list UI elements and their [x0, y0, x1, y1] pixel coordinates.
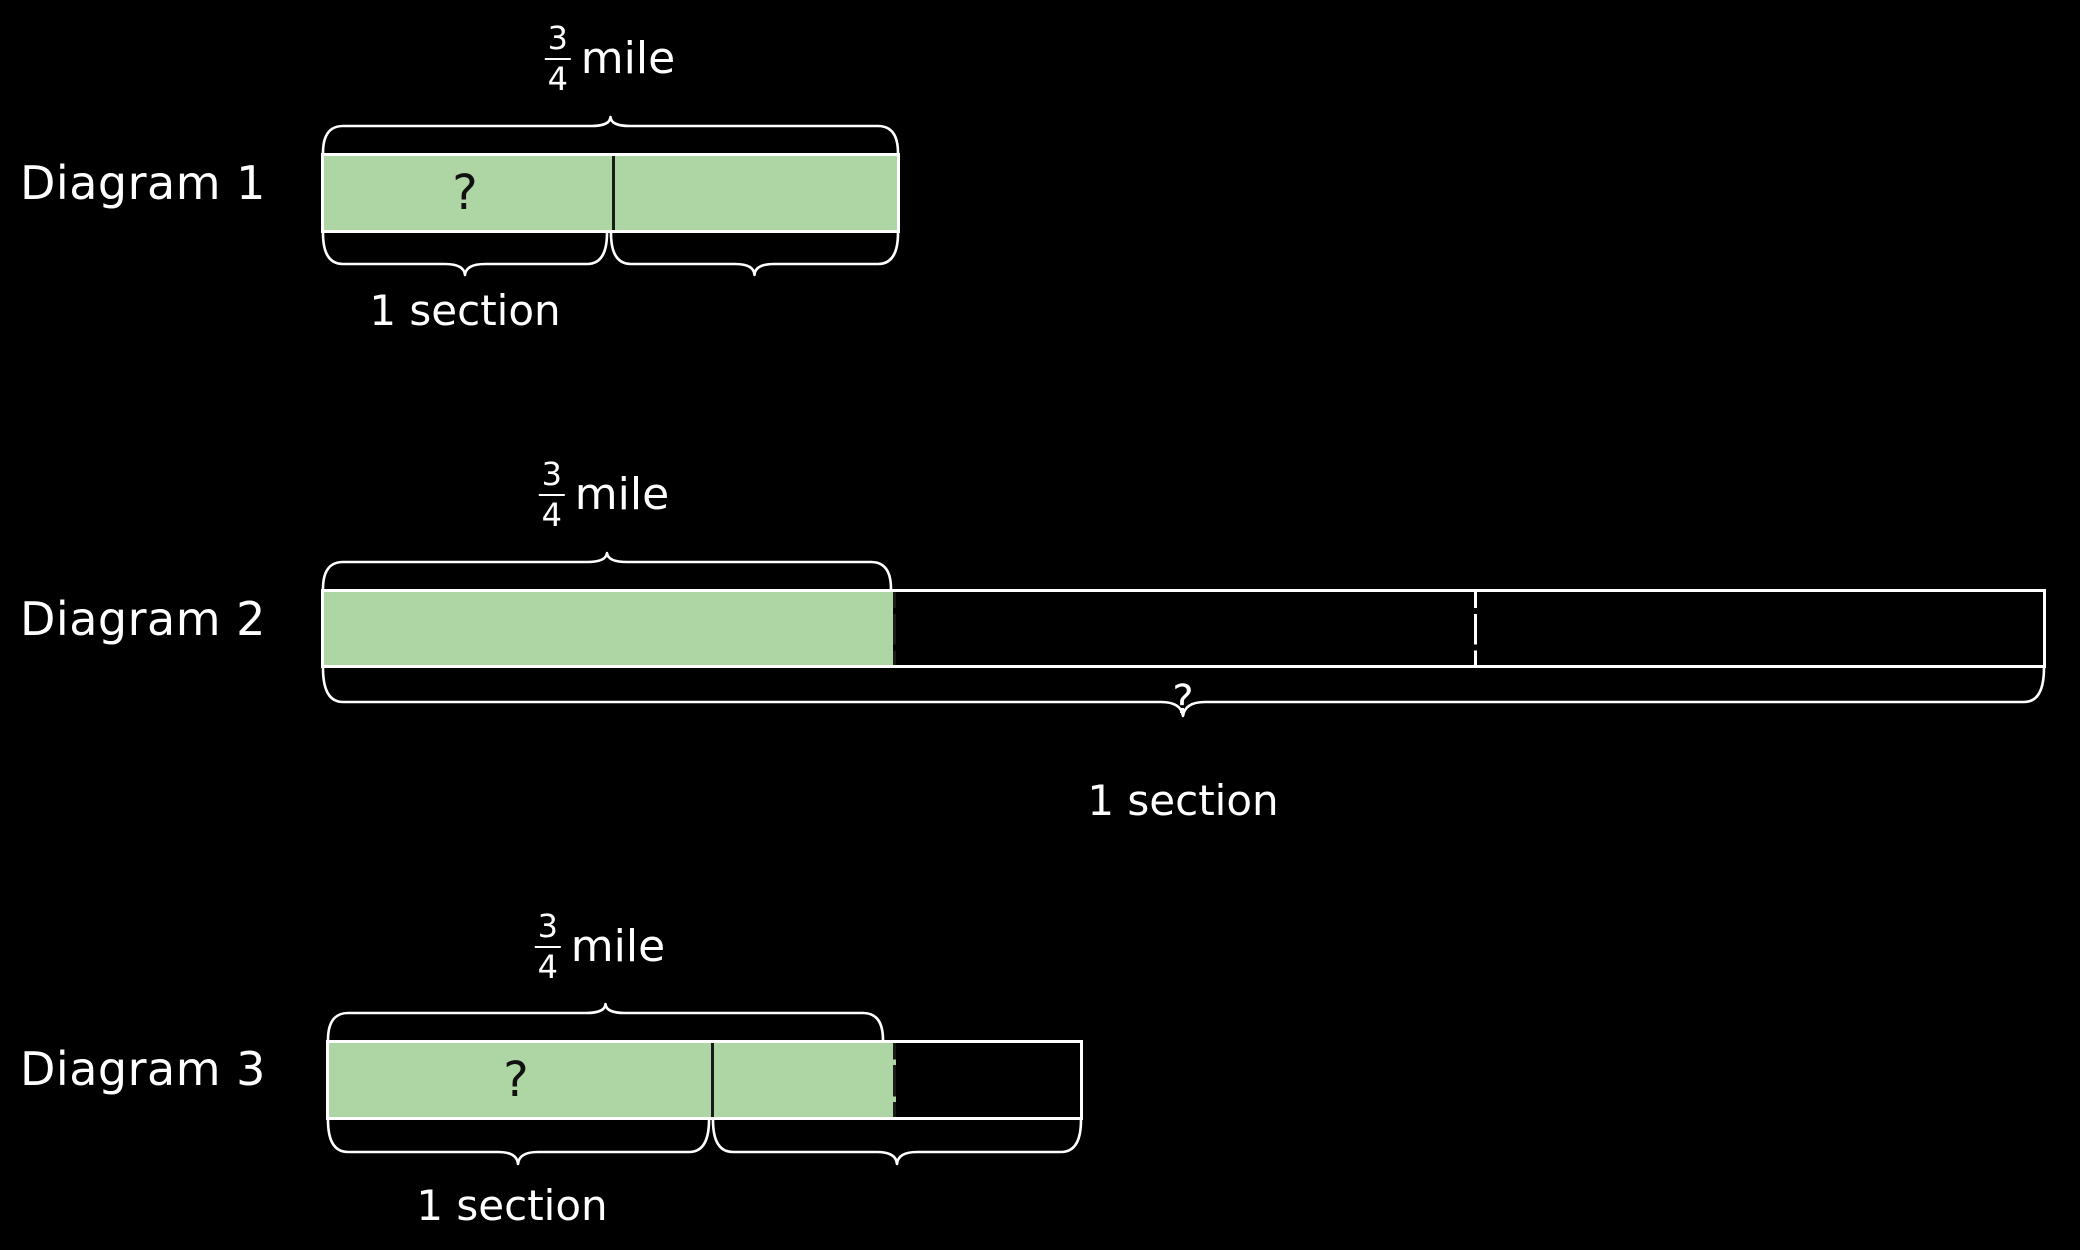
diagram-3-divider-2: [893, 1043, 896, 1117]
fraction-unit-label: mile: [570, 920, 666, 972]
fraction-bar: [544, 57, 571, 60]
diagram-2-cell-1: [324, 592, 893, 665]
diagram-3-tape: [326, 1040, 1083, 1120]
diagram-1-top-brace-label: 3 4 mile: [544, 22, 676, 95]
diagram-3-bottom-brace-label: 1 section: [416, 1181, 608, 1230]
diagram-3-bottom-brace-2: [711, 1118, 1083, 1166]
fraction-unit-label: mile: [580, 32, 676, 84]
diagram-2-bottom-brace: [321, 666, 2046, 718]
diagram-1-bottom-brace-2: [609, 231, 900, 277]
diagram-3-bottom-brace-1: [326, 1118, 711, 1166]
diagram-3-cell-1-question: ?: [503, 1052, 529, 1108]
fraction-bar: [534, 945, 561, 948]
diagram-3-divider-1: [711, 1043, 714, 1117]
diagram-2-divider-1: [893, 592, 896, 665]
diagram-1-bottom-brace-1: [321, 231, 609, 277]
fraction-unit-label: mile: [574, 468, 670, 520]
diagram-3-title: Diagram 3: [20, 1042, 266, 1096]
diagram-1-divider-1: [612, 156, 615, 230]
diagram-1-tape: [321, 153, 900, 233]
diagram-1-cell-1: [324, 156, 612, 230]
diagram-3-cell-1: [329, 1043, 711, 1117]
fraction-bar: [538, 493, 565, 496]
diagram-2-top-brace: [321, 551, 893, 591]
diagram-2-top-brace-label: 3 4 mile: [538, 458, 670, 531]
fraction-three-quarters: 3 4: [534, 910, 561, 983]
diagram-2-divider-2: [1474, 592, 1477, 665]
diagram-3-cell-2: [714, 1043, 896, 1117]
diagram-3-top-brace-label: 3 4 mile: [534, 910, 666, 983]
diagram-2-bottom-brace-label: 1 section: [1087, 776, 1279, 825]
diagram-2-bottom-brace-question: ?: [1172, 677, 1194, 723]
diagram-3-top-brace: [326, 1002, 885, 1042]
fraction-three-quarters: 3 4: [544, 22, 571, 95]
diagram-2-title: Diagram 2: [20, 592, 266, 646]
diagram-2-cell-2: [896, 592, 2043, 665]
diagram-2-tape: [321, 589, 2046, 668]
diagram-1-title: Diagram 1: [20, 156, 266, 210]
fraction-three-quarters: 3 4: [538, 458, 565, 531]
diagram-1-cell-1-question: ?: [452, 165, 478, 221]
diagram-1-top-brace: [321, 115, 900, 155]
diagram-1-cell-2: [615, 156, 897, 230]
diagram-3-cell-3: [896, 1043, 1080, 1117]
diagram-1-bottom-brace-label: 1 section: [369, 286, 561, 335]
